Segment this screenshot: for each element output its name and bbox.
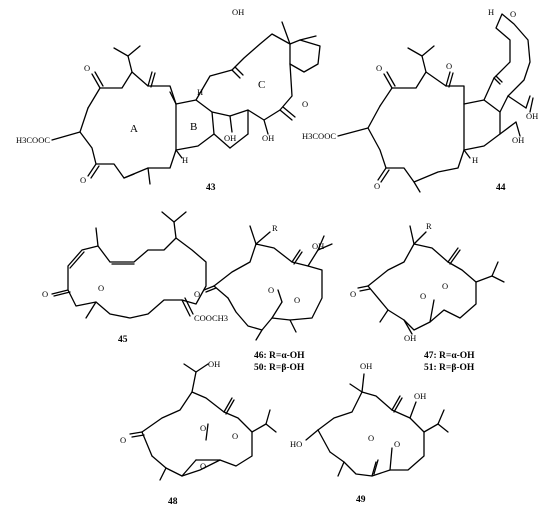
caption-46: 46: R=α-OH	[254, 351, 305, 361]
label-49-oh-right: OH	[414, 391, 427, 401]
structure-45	[51, 211, 207, 319]
label-44-h-bottom: H	[472, 155, 479, 165]
label-47-o-carbonyl: O	[420, 291, 427, 301]
label-43-oh-2: OH	[262, 133, 275, 143]
label-49-o-lactone: O	[368, 433, 375, 443]
label-44-o-bottom: O	[374, 181, 381, 191]
label-43-oh-1: OH	[224, 133, 237, 143]
label-43-h: H	[197, 87, 204, 97]
compound-number-43: 43	[206, 183, 216, 193]
label-45-o-lactone: O	[42, 289, 49, 299]
caption-51: 51: R=β-OH	[424, 363, 475, 373]
structure-49	[305, 373, 449, 477]
label-44-o-epoxide: O	[510, 9, 517, 19]
label-46-r: R	[272, 223, 278, 233]
label-48-o-ring: O	[232, 431, 239, 441]
label-44-ester: H3COOC	[302, 131, 337, 141]
label-46-oh: OH	[312, 241, 325, 251]
label-49-ho: HO	[290, 439, 303, 449]
label-49-oh-top: OH	[360, 361, 373, 371]
compound-number-48: 48	[168, 497, 178, 507]
label-48-o-bridge: O	[200, 461, 207, 471]
label-44-oh-1: OH	[512, 135, 525, 145]
label-47-r: R	[426, 221, 432, 231]
label-48-o-lactone: O	[200, 423, 207, 433]
label-47-o-lactone: O	[442, 281, 449, 291]
ring-label-b: B	[190, 121, 198, 133]
structure-48	[129, 363, 277, 481]
label-47-o-ketone: O	[350, 289, 357, 299]
label-46-o-carbonyl: O	[294, 295, 301, 305]
structure-47-51	[357, 225, 505, 335]
label-46-o-ketone: O	[194, 289, 201, 299]
label-43-ester: H3COOC	[16, 135, 51, 145]
structure-43	[51, 21, 321, 185]
label-45-ester: COOCH3	[194, 313, 229, 323]
structure-46-50	[203, 225, 333, 341]
caption-50: 50: R=β-OH	[254, 363, 305, 373]
ring-label-c: C	[258, 79, 266, 91]
label-44-h: H	[488, 7, 495, 17]
label-48-oh: OH	[208, 359, 221, 369]
label-45-o-ring: O	[98, 283, 105, 293]
structure-44	[337, 13, 534, 193]
label-44-o-ketone: O	[376, 63, 383, 73]
label-43-h-bottom: H	[182, 155, 189, 165]
compound-number-45: 45	[118, 335, 128, 345]
label-43-oh-top: OH	[232, 7, 245, 17]
label-43-o-ether: O	[302, 99, 309, 109]
caption-47: 47: R=α-OH	[424, 351, 475, 361]
ring-label-a: A	[130, 123, 138, 135]
label-46-o-lactone: O	[268, 285, 275, 295]
label-43-o-ketone-bottom: O	[80, 175, 87, 185]
label-48-o-ketone: O	[120, 435, 127, 445]
label-44-oh-2: OH	[526, 111, 539, 121]
label-49-o-carbonyl: O	[394, 439, 401, 449]
compound-number-44: 44	[496, 183, 506, 193]
label-43-o-ketone: O	[84, 63, 91, 73]
label-44-o-ketone-2: O	[446, 61, 453, 71]
label-47-oh: OH	[404, 333, 417, 343]
compound-number-49: 49	[356, 495, 366, 505]
